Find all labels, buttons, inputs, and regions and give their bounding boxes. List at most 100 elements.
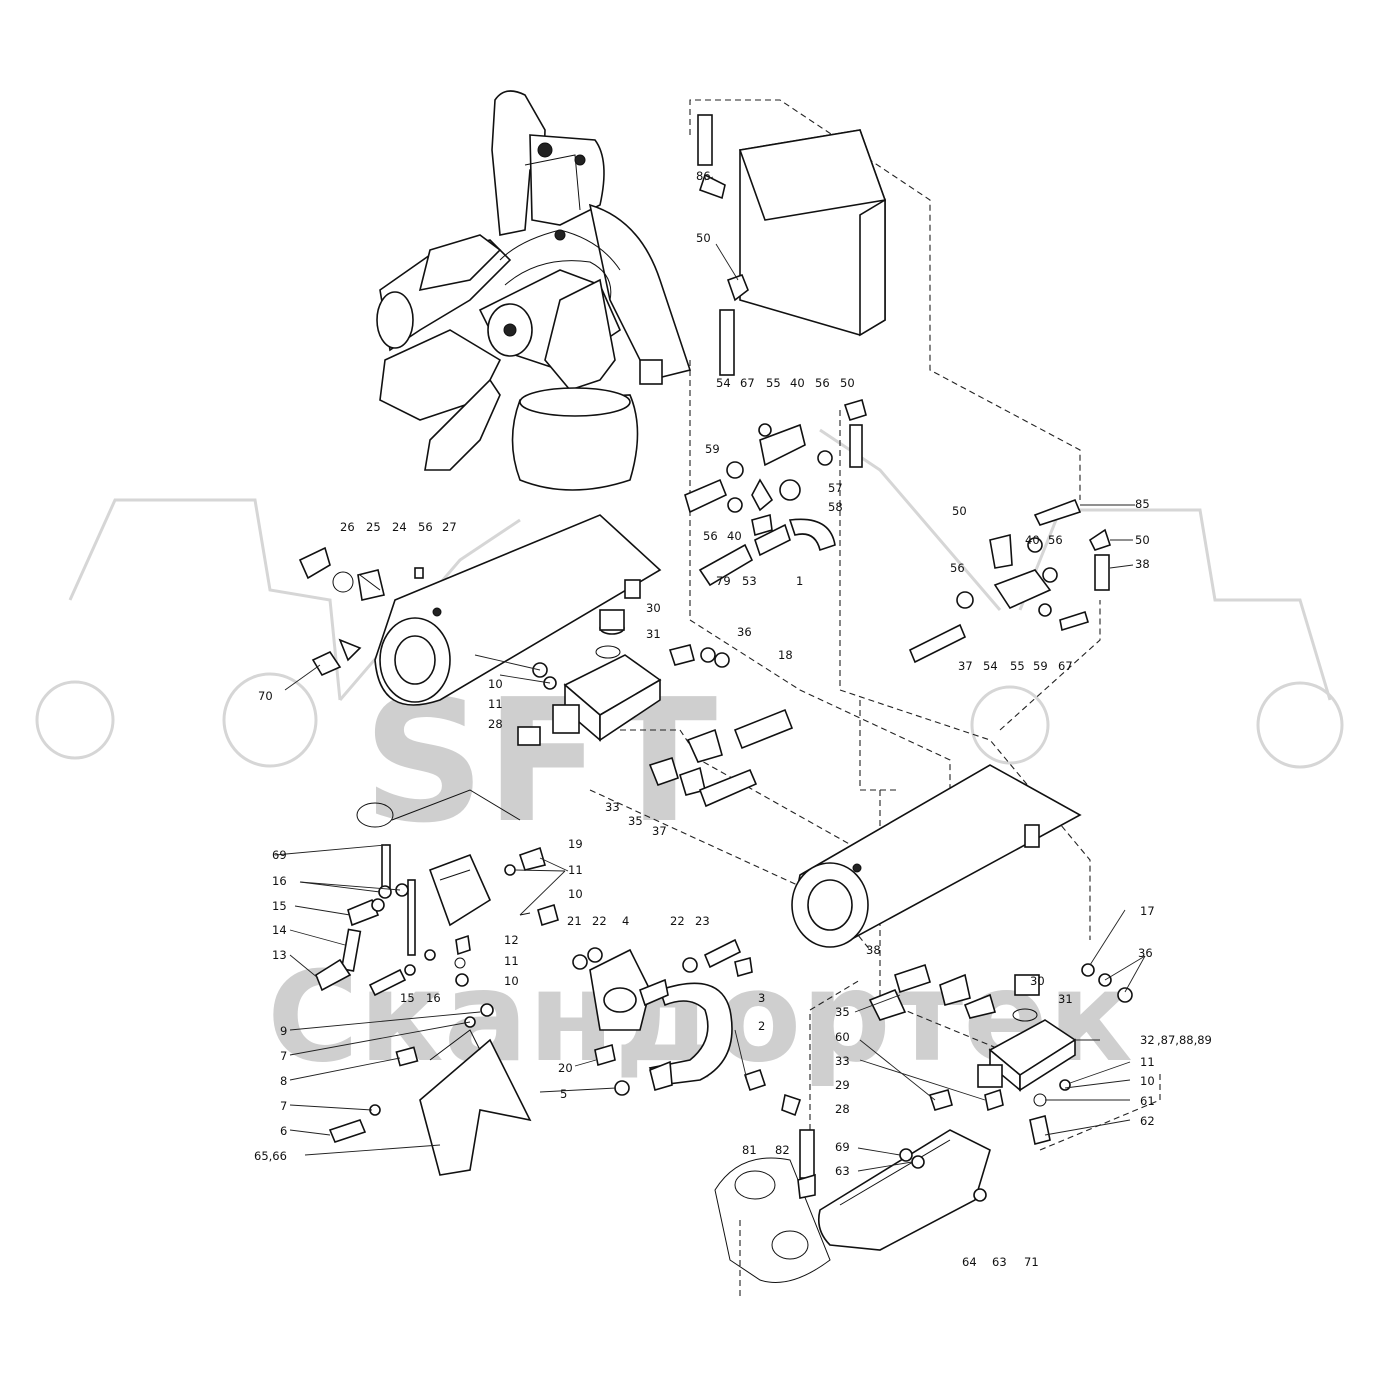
callout-24: 24 xyxy=(392,520,407,534)
callout-40: 40 xyxy=(727,529,742,543)
callout-15: 15 xyxy=(400,991,415,1005)
callout-1: 1 xyxy=(796,574,803,588)
callout-40: 40 xyxy=(1025,533,1040,547)
callout-10: 10 xyxy=(504,974,519,988)
callout-53: 53 xyxy=(742,574,757,588)
callout-22: 22 xyxy=(670,914,685,928)
callout-56: 56 xyxy=(815,376,830,390)
upper-valve-block xyxy=(684,399,867,587)
mount-plate-and-clamp xyxy=(572,938,802,1117)
callout-65-66: 65,66 xyxy=(254,1149,287,1163)
callout-55: 55 xyxy=(766,376,781,390)
callout-81: 81 xyxy=(742,1143,757,1157)
callout-31: 31 xyxy=(1058,992,1073,1006)
control-box xyxy=(738,129,887,337)
callout-36: 36 xyxy=(1138,946,1153,960)
callout-82: 82 xyxy=(775,1143,790,1157)
callout-40: 40 xyxy=(790,376,805,390)
callout-10: 10 xyxy=(488,677,503,691)
callout-12: 12 xyxy=(504,933,519,947)
callout-3: 3 xyxy=(758,991,765,1005)
tractor-watermark-right-icon xyxy=(819,428,1344,769)
callout-11: 11 xyxy=(568,863,583,877)
callout-61: 61 xyxy=(1140,1094,1155,1108)
engine-pump-assembly xyxy=(376,90,692,491)
callout-60: 60 xyxy=(835,1030,850,1044)
callout-29: 29 xyxy=(835,1078,850,1092)
callout-10: 10 xyxy=(1140,1074,1155,1088)
lower-left-shield xyxy=(328,1003,532,1176)
callout-33: 33 xyxy=(605,800,620,814)
callout-58: 58 xyxy=(828,500,843,514)
callout-56: 56 xyxy=(950,561,965,575)
callout-32: 32 xyxy=(1140,1033,1155,1047)
callout-11: 11 xyxy=(1140,1055,1155,1069)
callout-55: 55 xyxy=(1010,659,1025,673)
callout-21: 21 xyxy=(567,914,582,928)
callout-9: 9 xyxy=(280,1024,287,1038)
bottom-base xyxy=(714,1129,831,1283)
callout-69: 69 xyxy=(272,848,287,862)
callout-56: 56 xyxy=(418,520,433,534)
callout-36: 36 xyxy=(737,625,752,639)
callout-50: 50 xyxy=(952,504,967,518)
callout-50: 50 xyxy=(696,231,711,245)
callout-50: 50 xyxy=(1135,533,1150,547)
callout-67: 67 xyxy=(740,376,755,390)
callout-59: 59 xyxy=(705,442,720,456)
callout-8: 8 xyxy=(280,1074,287,1088)
callout-50: 50 xyxy=(840,376,855,390)
callout-59: 59 xyxy=(1033,659,1048,673)
callout-30: 30 xyxy=(1030,974,1045,988)
lower-left-bracket xyxy=(315,789,559,997)
callout-54: 54 xyxy=(716,376,731,390)
callout-38: 38 xyxy=(1135,557,1150,571)
callout-35: 35 xyxy=(835,1005,850,1019)
callout-69: 69 xyxy=(835,1140,850,1154)
callout-4: 4 xyxy=(622,914,629,928)
callout-87-88-89: ,87,88,89 xyxy=(1157,1033,1212,1047)
callout-20: 20 xyxy=(558,1061,573,1075)
callout-67: 67 xyxy=(1058,659,1073,673)
callout-17: 17 xyxy=(1140,904,1155,918)
callout-86: 86 xyxy=(696,169,711,183)
callout-54: 54 xyxy=(983,659,998,673)
callout-7: 7 xyxy=(280,1049,287,1063)
auger-chute-left xyxy=(374,514,662,706)
callout-70: 70 xyxy=(258,689,273,703)
callout-16: 16 xyxy=(426,991,441,1005)
callout-2: 2 xyxy=(758,1019,765,1033)
callout-71: 71 xyxy=(1024,1255,1039,1269)
callout-57: 57 xyxy=(828,481,843,495)
callout-11: 11 xyxy=(504,954,519,968)
auger-chute-right xyxy=(791,764,1082,948)
callout-labels: 86 50 54 67 55 40 56 50 59 57 58 56 40 7… xyxy=(254,169,1212,1269)
callout-19: 19 xyxy=(568,837,583,851)
callout-27: 27 xyxy=(442,520,457,534)
callout-15: 15 xyxy=(272,899,287,913)
leader-lines xyxy=(274,176,1146,1172)
lower-right-valve-block xyxy=(868,963,1133,1145)
callout-25: 25 xyxy=(366,520,381,534)
callout-30: 30 xyxy=(646,601,661,615)
callout-14: 14 xyxy=(272,923,287,937)
callout-64: 64 xyxy=(962,1255,977,1269)
callout-28: 28 xyxy=(488,717,503,731)
callout-10: 10 xyxy=(568,887,583,901)
callout-6: 6 xyxy=(280,1124,287,1138)
callout-56: 56 xyxy=(1048,533,1063,547)
callout-13: 13 xyxy=(272,948,287,962)
callout-5: 5 xyxy=(560,1087,567,1101)
callout-56: 56 xyxy=(703,529,718,543)
callout-22: 22 xyxy=(592,914,607,928)
callout-79: 79 xyxy=(716,574,731,588)
callout-16: 16 xyxy=(272,874,287,888)
callout-11: 11 xyxy=(488,697,503,711)
callout-62: 62 xyxy=(1140,1114,1155,1128)
lower-right-guard xyxy=(817,1129,991,1251)
right-upper-valve xyxy=(908,498,1112,664)
callout-63: 63 xyxy=(835,1164,850,1178)
callout-85: 85 xyxy=(1135,497,1150,511)
callout-7: 7 xyxy=(280,1099,287,1113)
